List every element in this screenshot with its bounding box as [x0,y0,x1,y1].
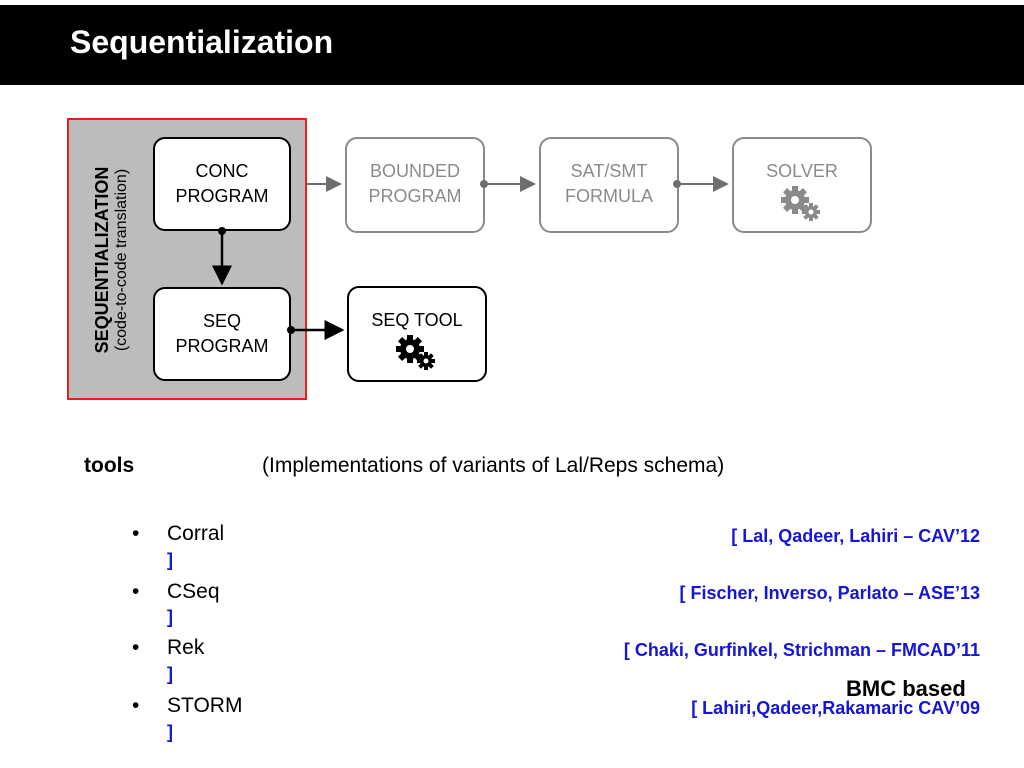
citation-corral: [ Lal, Qadeer, Lahiri – CAV’12 [731,526,980,546]
bullet-marker: • [132,694,140,717]
seq-tool-box: SEQ TOOL [347,286,487,382]
citation-end-storm: ] [167,722,173,742]
tool-name-corral: Corral [167,522,225,545]
bullet-marker: • [132,636,140,659]
citation-rek: [ Chaki, Gurfinkel, Strichman – FMCAD’11 [623,640,980,660]
bmc-based-note: BMC based [846,676,966,701]
slide-title: Sequentialization [70,24,334,60]
citation-end-rek: ] [167,664,173,684]
arrow-conc-to-seq [212,227,232,286]
seq-program-box: SEQ PROGRAM [153,287,291,381]
citation-cseq: [ Fischer, Inverso, Parlato – ASE’13 [679,583,980,603]
citation-end-corral: ] [167,550,173,570]
arrow-satsmt-to-solver [673,176,729,192]
seq-program-label: SEQ PROGRAM [175,311,269,356]
gears-icon [395,335,439,378]
arrow-seq-to-seqtool [287,320,345,340]
sat-smt-formula-box: SAT/SMT FORMULA [539,137,679,233]
tool-name-storm: STORM [167,694,243,717]
conc-program-label: CONC PROGRAM [175,161,269,206]
bounded-program-label: BOUNDED PROGRAM [368,161,462,206]
seq-tool-label: SEQ TOOL [371,310,463,330]
tool-name-rek: Rek [167,636,205,659]
bounded-program-box: BOUNDED PROGRAM [345,137,485,233]
citation-storm: [ Lahiri,Qadeer,Rakamaric CAV’09 [691,698,980,718]
tool-name-cseq: CSeq [167,580,220,603]
sat-smt-formula-label: SAT/SMT FORMULA [564,161,653,206]
bullet-marker: • [132,522,140,545]
tools-description: (Implementations of variants of Lal/Reps… [262,454,725,477]
solver-label: SOLVER [766,161,838,181]
tools-keyword: tools [84,454,135,477]
citation-end-cseq: ] [167,607,173,627]
gears-icon [780,186,824,229]
arrow-bounded-to-satsmt [480,176,536,192]
bullet-marker: • [132,580,140,603]
solver-box: SOLVER [732,137,872,233]
title-bar [0,5,1024,85]
conc-program-box: CONC PROGRAM [153,137,291,231]
